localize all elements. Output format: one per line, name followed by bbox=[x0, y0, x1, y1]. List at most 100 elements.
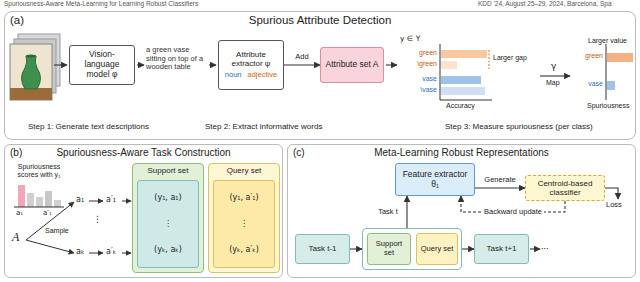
attribute-label: a′₁ bbox=[106, 195, 116, 204]
connector bbox=[406, 196, 407, 228]
pair-arrow bbox=[89, 253, 103, 254]
node-text: Query set bbox=[227, 166, 262, 175]
step-label: Step 3: Measure spuriousness (per class) bbox=[445, 122, 593, 131]
node-text: Vision-language model φ bbox=[73, 50, 131, 79]
bar bbox=[607, 81, 615, 90]
score-chart bbox=[14, 185, 64, 207]
annotation: Larger value bbox=[588, 37, 627, 45]
node-text: Support set bbox=[371, 240, 407, 257]
bar bbox=[18, 185, 25, 207]
node-text: (y₁, a′₁) bbox=[229, 193, 258, 202]
feature-extractor-box: Feature extractor θ₁ bbox=[395, 163, 475, 196]
panel: (a)Spurious Attribute DetectionVision-la… bbox=[4, 11, 636, 140]
node-text: ⋮ bbox=[164, 219, 172, 228]
table bbox=[10, 88, 52, 100]
node-text: (yₖ, a′ₖ) bbox=[229, 245, 259, 254]
bar bbox=[441, 50, 487, 58]
support-set-box: Support set (y₁, a₁) ⋮ (yₖ, aₖ) bbox=[132, 163, 204, 273]
task-arrow bbox=[530, 248, 540, 249]
query-set-box: Query set bbox=[416, 233, 458, 265]
attribute-label: aₖ bbox=[76, 247, 84, 256]
loss-arrow bbox=[605, 188, 618, 199]
query-set-box: Query set (y₁, a′₁) ⋮ (yₖ, a′ₖ) bbox=[208, 163, 280, 273]
sample-arrow bbox=[26, 240, 74, 253]
attribute-label: vase bbox=[401, 75, 437, 83]
vase bbox=[22, 56, 41, 89]
edge-label: Backward update bbox=[482, 208, 544, 217]
process-box: Attribute extractor ψ noun adjective bbox=[218, 40, 284, 90]
annotation: Larger gap bbox=[493, 54, 527, 62]
attribute-label: a₁ bbox=[16, 209, 23, 217]
vase-mouth bbox=[26, 55, 36, 58]
bar bbox=[36, 197, 43, 207]
sample-arrow bbox=[26, 202, 74, 240]
panel-title: Meta-Learning Robust Representations bbox=[288, 147, 635, 159]
ellipsis: ⋮ bbox=[93, 214, 102, 224]
connector bbox=[462, 248, 474, 249]
edge-label: Generate bbox=[482, 176, 517, 185]
node-text: Feature extractor θ₁ bbox=[399, 170, 471, 190]
panel: (c)Meta-Learning Robust RepresentationsF… bbox=[287, 144, 636, 278]
task-box: Task t-1 bbox=[295, 234, 350, 264]
attribute-label: \vase bbox=[401, 86, 437, 94]
attribute-label: green bbox=[570, 52, 603, 60]
bar bbox=[45, 191, 52, 207]
panel-letter: (c) bbox=[293, 147, 305, 159]
node-text: Attribute extractor ψ bbox=[222, 50, 280, 68]
panel-title: Spuriousness-Aware Task Construction bbox=[5, 147, 282, 159]
node-text: ⋮ bbox=[240, 219, 248, 228]
pair-list: (y₁, a₁) ⋮ (yₖ, aₖ) bbox=[137, 180, 199, 268]
map-arrow bbox=[540, 75, 570, 76]
ellipsis: ... bbox=[541, 241, 549, 251]
node-text: Query set bbox=[421, 245, 454, 254]
connector bbox=[284, 64, 320, 65]
attribute-label: \green bbox=[401, 60, 437, 68]
classifier-box: Centroid-based classifier bbox=[525, 175, 605, 201]
node-text: (yₖ, aₖ) bbox=[154, 245, 182, 254]
flow-arrow bbox=[209, 64, 216, 65]
generated-caption: a green vase sitting on top of a wooden … bbox=[146, 46, 208, 72]
task-box: Task t+1 bbox=[474, 234, 529, 264]
node-text: Centroid-based classifier bbox=[529, 179, 601, 197]
bar bbox=[441, 76, 481, 84]
gap-marker bbox=[489, 50, 490, 69]
node-text: Task t-1 bbox=[308, 244, 336, 253]
axis bbox=[440, 44, 441, 100]
flow-arrow bbox=[54, 64, 67, 65]
set-symbol: A bbox=[12, 231, 19, 245]
flow-arrow bbox=[386, 64, 397, 65]
connector bbox=[350, 248, 362, 249]
axis bbox=[606, 44, 607, 100]
step-label: Step 2: Extract informative words bbox=[205, 122, 322, 131]
chart-title: Spuriousness scores with y₁ bbox=[8, 163, 70, 179]
sample-arrows bbox=[26, 201, 131, 253]
panel-title: Spurious Attribute Detection bbox=[5, 14, 635, 27]
bar bbox=[441, 87, 485, 95]
axis-label: Accuracy bbox=[446, 102, 475, 110]
attribute-set-box: Attribute set A bbox=[320, 47, 384, 83]
node-text: adjective bbox=[248, 71, 278, 80]
photo-frame bbox=[10, 44, 52, 100]
node-text: (y₁, a₁) bbox=[154, 193, 181, 202]
accuracy-chart bbox=[440, 44, 492, 100]
task-container: Support set Query set bbox=[362, 228, 462, 270]
running-header: KDD '24, August 25–29, 2024, Barcelona, … bbox=[478, 0, 612, 7]
node-text: Support set bbox=[148, 166, 189, 175]
panel-letter: (a) bbox=[10, 14, 24, 27]
panel-letter: (b) bbox=[10, 147, 22, 159]
bar bbox=[27, 193, 34, 207]
connector bbox=[475, 187, 525, 188]
axis bbox=[14, 207, 64, 208]
edge-label: Add bbox=[293, 53, 310, 62]
vase-photo bbox=[10, 34, 60, 100]
node-text: noun bbox=[225, 71, 242, 80]
attribute-label: green bbox=[401, 49, 437, 57]
attribute-label: a₁ bbox=[76, 195, 84, 204]
step-label: Step 1: Generate text descriptions bbox=[28, 122, 149, 131]
attribute-label: a′₁ bbox=[43, 209, 52, 217]
pair-arrow bbox=[122, 253, 131, 254]
annotation: Sample bbox=[44, 227, 70, 235]
pair-list: (y₁, a′₁) ⋮ (yₖ, a′ₖ) bbox=[213, 180, 275, 268]
annotation: Map bbox=[546, 79, 560, 87]
